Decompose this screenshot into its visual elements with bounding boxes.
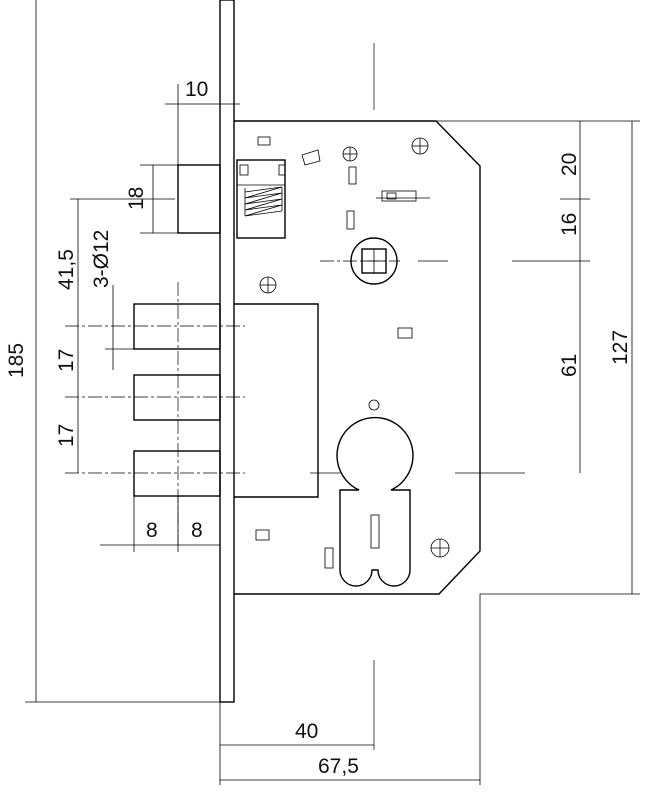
screw-icon — [259, 137, 450, 558]
dim-20: 20 — [558, 153, 581, 176]
spring-housing — [236, 159, 286, 239]
latch-bolt — [177, 164, 221, 234]
dim-17-lower: 17 — [55, 424, 78, 447]
centre-lines — [65, 43, 590, 750]
dim-10: 10 — [185, 78, 208, 101]
body-details — [255, 136, 417, 569]
dim-18: 18 — [125, 187, 148, 210]
dim-67-5: 67,5 — [318, 755, 359, 778]
bolt-carrier — [234, 303, 319, 498]
dim-41-5: 41,5 — [55, 249, 78, 290]
dim-3-d12: 3-Ø12 — [90, 230, 113, 288]
dim-8-left: 8 — [146, 519, 158, 542]
dim-61: 61 — [558, 354, 581, 377]
dim-185: 185 — [5, 343, 28, 378]
dim-8-right: 8 — [191, 519, 203, 542]
dim-127: 127 — [609, 330, 632, 365]
faceplate — [219, 0, 235, 703]
cylinder-cutout — [336, 416, 414, 587]
dead-bolts — [133, 282, 221, 545]
dim-40: 40 — [295, 720, 318, 743]
dim-16: 16 — [558, 213, 581, 236]
dimension-labels: 10 18 41,5 3-Ø12 17 17 185 8 8 20 16 61 … — [5, 78, 632, 778]
lock-body — [234, 120, 481, 595]
dimension-lines — [25, 0, 640, 785]
dim-17-upper: 17 — [55, 349, 78, 372]
